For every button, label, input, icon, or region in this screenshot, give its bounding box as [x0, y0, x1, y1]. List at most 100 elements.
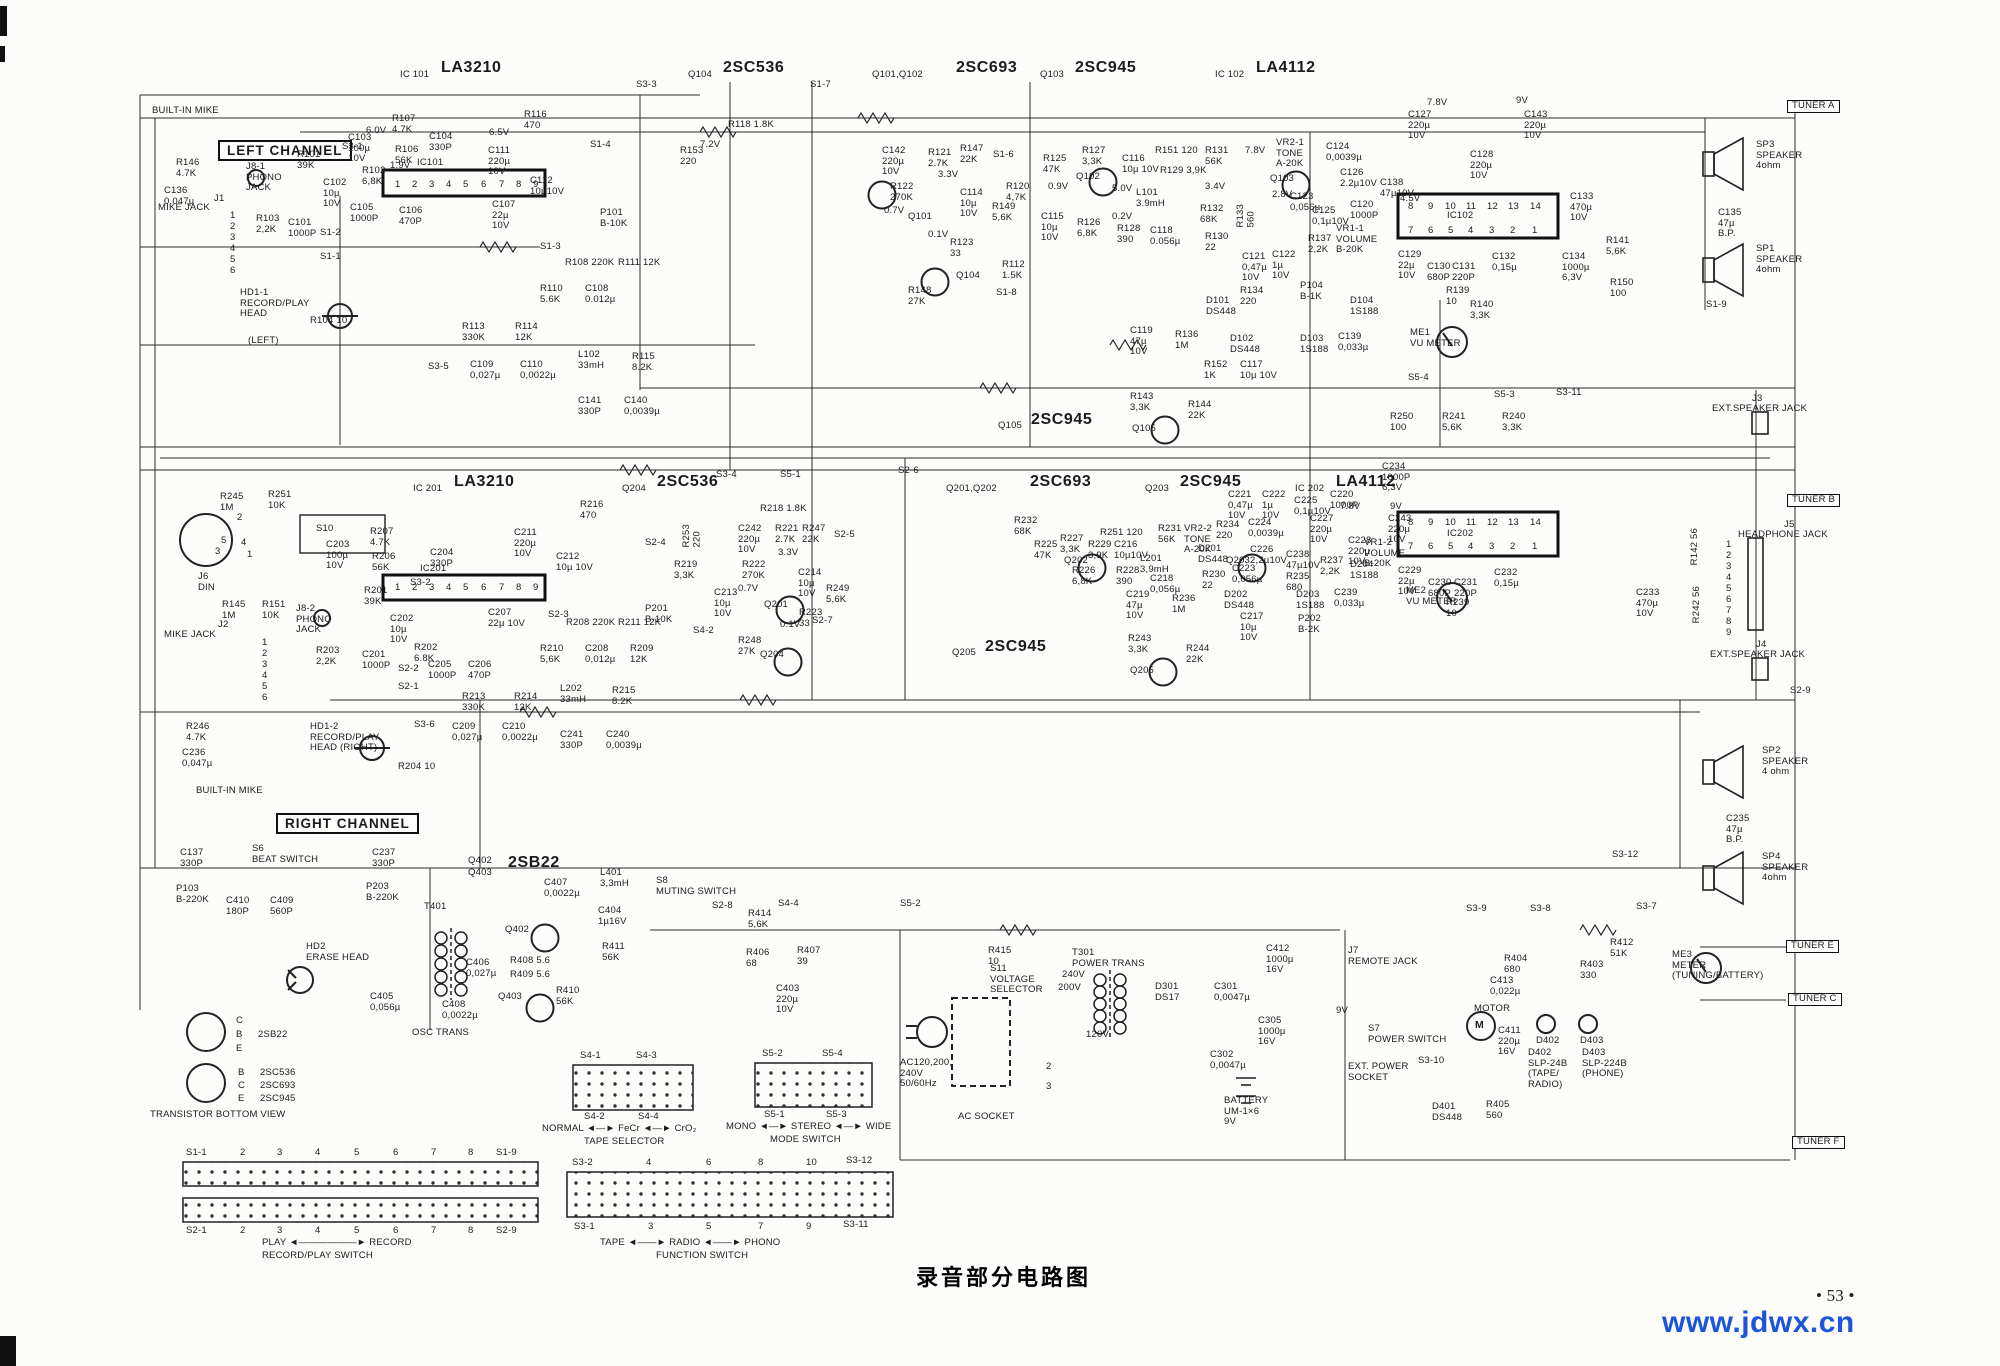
component-label: 12 — [1487, 517, 1498, 528]
component-label: 2 — [237, 512, 243, 523]
component-label: Q402 — [505, 924, 530, 935]
component-label: BUILT-IN MIKE — [196, 785, 263, 796]
component-label: S2-5 — [834, 529, 855, 540]
tape-head-icon — [354, 735, 390, 761]
component-label: IC 201 — [413, 483, 443, 494]
component-label: C209 0,027µ — [452, 721, 483, 743]
channel-banner: LEFT CHANNEL — [218, 140, 352, 162]
component-label: 5 — [221, 535, 227, 546]
component-label: 13 — [1508, 201, 1519, 212]
component-label: C239 0,033µ — [1334, 587, 1365, 609]
component-label: R409 5.6 — [510, 969, 551, 980]
component-label: C412 1000µ 16V — [1266, 943, 1294, 976]
component-label: R234 220 — [1216, 519, 1240, 541]
component-label: Q104 — [956, 270, 981, 281]
component-label: 3 — [648, 1221, 654, 1232]
component-label: R103 2,2K — [256, 213, 280, 235]
component-label: L401 3,3mH — [600, 867, 629, 889]
transistor-icon — [1281, 170, 1311, 200]
component-label: (LEFT) — [248, 335, 279, 346]
component-label: 6 — [393, 1225, 399, 1236]
component-label: C124 0,0039µ — [1326, 141, 1362, 163]
component-label: R152 1K — [1204, 359, 1228, 381]
component-label: 2SB22 — [258, 1029, 288, 1040]
channel-banner: RIGHT CHANNEL — [276, 813, 419, 835]
component-label: R239 10 — [1446, 597, 1470, 619]
component-label: C220 1000P — [1330, 489, 1359, 511]
component-label: C408 0,0022µ — [442, 999, 478, 1021]
component-label: R106 56K — [395, 144, 419, 166]
component-label: R153 220 — [680, 145, 704, 167]
part-number-header: LA3210 — [454, 473, 515, 490]
component-label: 9V — [1390, 501, 1403, 512]
scan-artifacts — [0, 6, 16, 1366]
component-label: 4 — [446, 179, 452, 190]
component-label: HD2 ERASE HEAD — [306, 941, 370, 963]
transistor-icon — [867, 180, 897, 210]
transistor-icon — [920, 267, 950, 297]
led-icon — [1578, 1014, 1598, 1034]
component-label: S2-9 — [496, 1225, 517, 1236]
component-label: S5-1 — [764, 1109, 785, 1120]
component-label: D203 1S188 — [1296, 589, 1325, 611]
component-label: 0.2V — [1112, 211, 1133, 222]
vu-meter-icon — [1436, 582, 1468, 614]
part-number-header: 2SC945 — [1075, 59, 1137, 76]
component-label: P202 B-2K — [1298, 613, 1321, 635]
component-label: S5-3 — [826, 1109, 847, 1120]
component-label: P103 B-220K — [176, 883, 209, 905]
component-label: R236 1M — [1172, 593, 1196, 615]
component-label: C132 0,15µ — [1492, 251, 1517, 273]
component-label: 9 — [533, 582, 539, 593]
component-label: C123 0,056µ — [1290, 191, 1321, 213]
component-label: 7 — [758, 1221, 764, 1232]
component-label: C106 470P — [399, 205, 423, 227]
component-label: C410 180P — [226, 895, 250, 917]
component-label: BATTERY UM-1×6 9V — [1224, 1095, 1269, 1128]
component-label: R204 10 — [398, 761, 436, 772]
component-label: 3 — [262, 659, 268, 670]
component-label: HEADPHONE JACK — [1738, 529, 1828, 540]
transistor-icon — [530, 923, 560, 953]
component-label: 6 — [1428, 225, 1434, 236]
part-number-header: 2SC536 — [657, 473, 719, 490]
component-label: R223 33 — [799, 607, 823, 629]
component-label: S5-4 — [822, 1048, 843, 1059]
component-label: C204 330P — [430, 547, 454, 569]
component-label: 5 — [1448, 225, 1454, 236]
component-label: C232 0,15µ — [1494, 567, 1519, 589]
component-label: 8 — [516, 179, 522, 190]
component-label: C211 220µ 10V — [514, 527, 537, 560]
component-label: C208 0,012µ — [585, 643, 616, 665]
component-label: C138 47µ10V — [1380, 177, 1415, 199]
component-label: C405 0,056µ — [370, 991, 401, 1013]
component-label: C403 220µ 10V — [776, 983, 800, 1016]
component-label: C228 220µ 10V — [1348, 535, 1372, 568]
component-label: 5 — [1726, 583, 1732, 594]
speaker-icon — [1702, 851, 1744, 905]
component-label: Q203 — [1145, 483, 1170, 494]
component-label: MIKE JACK — [158, 202, 210, 213]
caption: 录音部分电路图 — [916, 1265, 1092, 1290]
component-label: C237 330P — [372, 847, 396, 869]
component-label: P104 B-1K — [1300, 280, 1323, 302]
component-label: R405 560 — [1486, 1099, 1510, 1121]
component-label: EXT.SPEAKER JACK — [1712, 403, 1808, 414]
component-label: 7 — [499, 179, 505, 190]
component-label: 200V — [1058, 982, 1081, 993]
component-label: C224 0,0039µ — [1248, 517, 1284, 539]
transistor-bottom-icon — [186, 1012, 226, 1052]
component-label: 7.8V — [1427, 97, 1448, 108]
component-label: R147 22K — [960, 143, 984, 165]
component-label: R114 12K — [515, 321, 538, 343]
component-label: 10 — [806, 1157, 817, 1168]
battery-icon — [1236, 1077, 1256, 1104]
component-label: R209 12K — [630, 643, 654, 665]
component-label: C301 0,0047µ — [1214, 981, 1250, 1003]
component-label: S1-2 — [320, 227, 341, 238]
component-label: 3 — [277, 1225, 283, 1236]
component-label: 11 — [1466, 201, 1477, 212]
component-label: HD1-2 RECORD/PLAY HEAD (RIGHT) — [310, 721, 380, 754]
component-label: C115 10µ 10V — [1041, 211, 1064, 244]
